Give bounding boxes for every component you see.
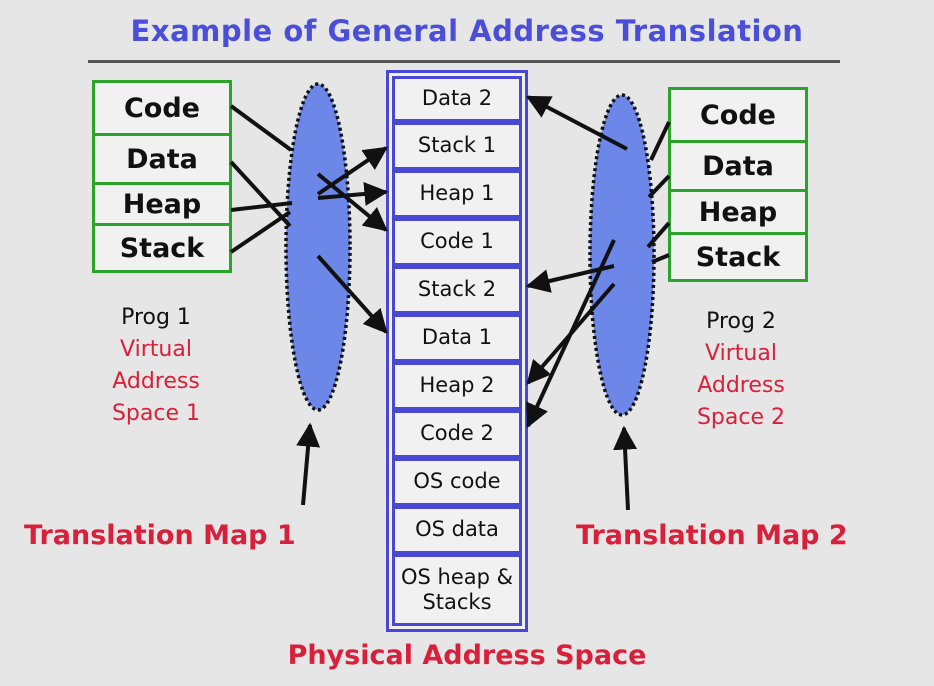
- prog2-stack-segment: Stack: [668, 232, 808, 282]
- prog1-stack-segment: Stack: [92, 223, 232, 273]
- physical-cell-data2: Data 2: [392, 76, 522, 122]
- physical-cell-code1: Code 1: [392, 218, 522, 266]
- physical-cell-heap2: Heap 2: [392, 362, 522, 410]
- physical-cell-stack1: Stack 1: [392, 122, 522, 170]
- prog1-arrows: [229, 104, 389, 506]
- prog2-data-segment: Data: [668, 140, 808, 192]
- slide-title: Example of General Address Translation: [130, 14, 804, 48]
- prog2-heap-segment: Heap: [668, 189, 808, 235]
- prog1-caption-line1: Virtual: [120, 337, 192, 362]
- prog1-caption-line2: Address: [112, 369, 200, 394]
- prog1-name: Prog 1: [121, 305, 191, 330]
- prog2-arrows: [525, 95, 671, 511]
- prog1-caption-line3: Space 1: [111, 401, 201, 426]
- prog2-caption-line3: Space 2: [696, 405, 786, 430]
- prog2-caption-line2: Address: [697, 373, 785, 398]
- prog1-caption: Prog 1 Virtual Address Space 1: [86, 302, 226, 430]
- title-divider: [88, 60, 840, 63]
- prog2-caption-line1: Virtual: [705, 341, 777, 366]
- physical-cell-stack2: Stack 2: [392, 266, 522, 314]
- physical-cell-os-code: OS code: [392, 458, 522, 506]
- physical-space-label: Physical Address Space: [287, 640, 647, 671]
- prog1-code-segment: Code: [92, 80, 232, 136]
- translation-map2-ellipse: [588, 93, 656, 417]
- prog1-data-segment: Data: [92, 133, 232, 185]
- physical-cell-data1: Data 1: [392, 314, 522, 362]
- prog2-name: Prog 2: [706, 309, 776, 334]
- physical-cell-code2: Code 2: [392, 410, 522, 458]
- prog2-caption: Prog 2 Virtual Address Space 2: [671, 306, 811, 434]
- translation-map1-ellipse: [284, 82, 352, 412]
- translation-map1-label: Translation Map 1: [24, 520, 296, 551]
- translation-map2-label: Translation Map 2: [576, 520, 848, 551]
- physical-cell-os-data: OS data: [392, 506, 522, 554]
- physical-address-space: Data 2 Stack 1 Heap 1 Code 1 Stack 2 Dat…: [386, 70, 528, 632]
- physical-cell-heap1: Heap 1: [392, 170, 522, 218]
- physical-cell-os-heap-stacks: OS heap & Stacks: [392, 554, 522, 626]
